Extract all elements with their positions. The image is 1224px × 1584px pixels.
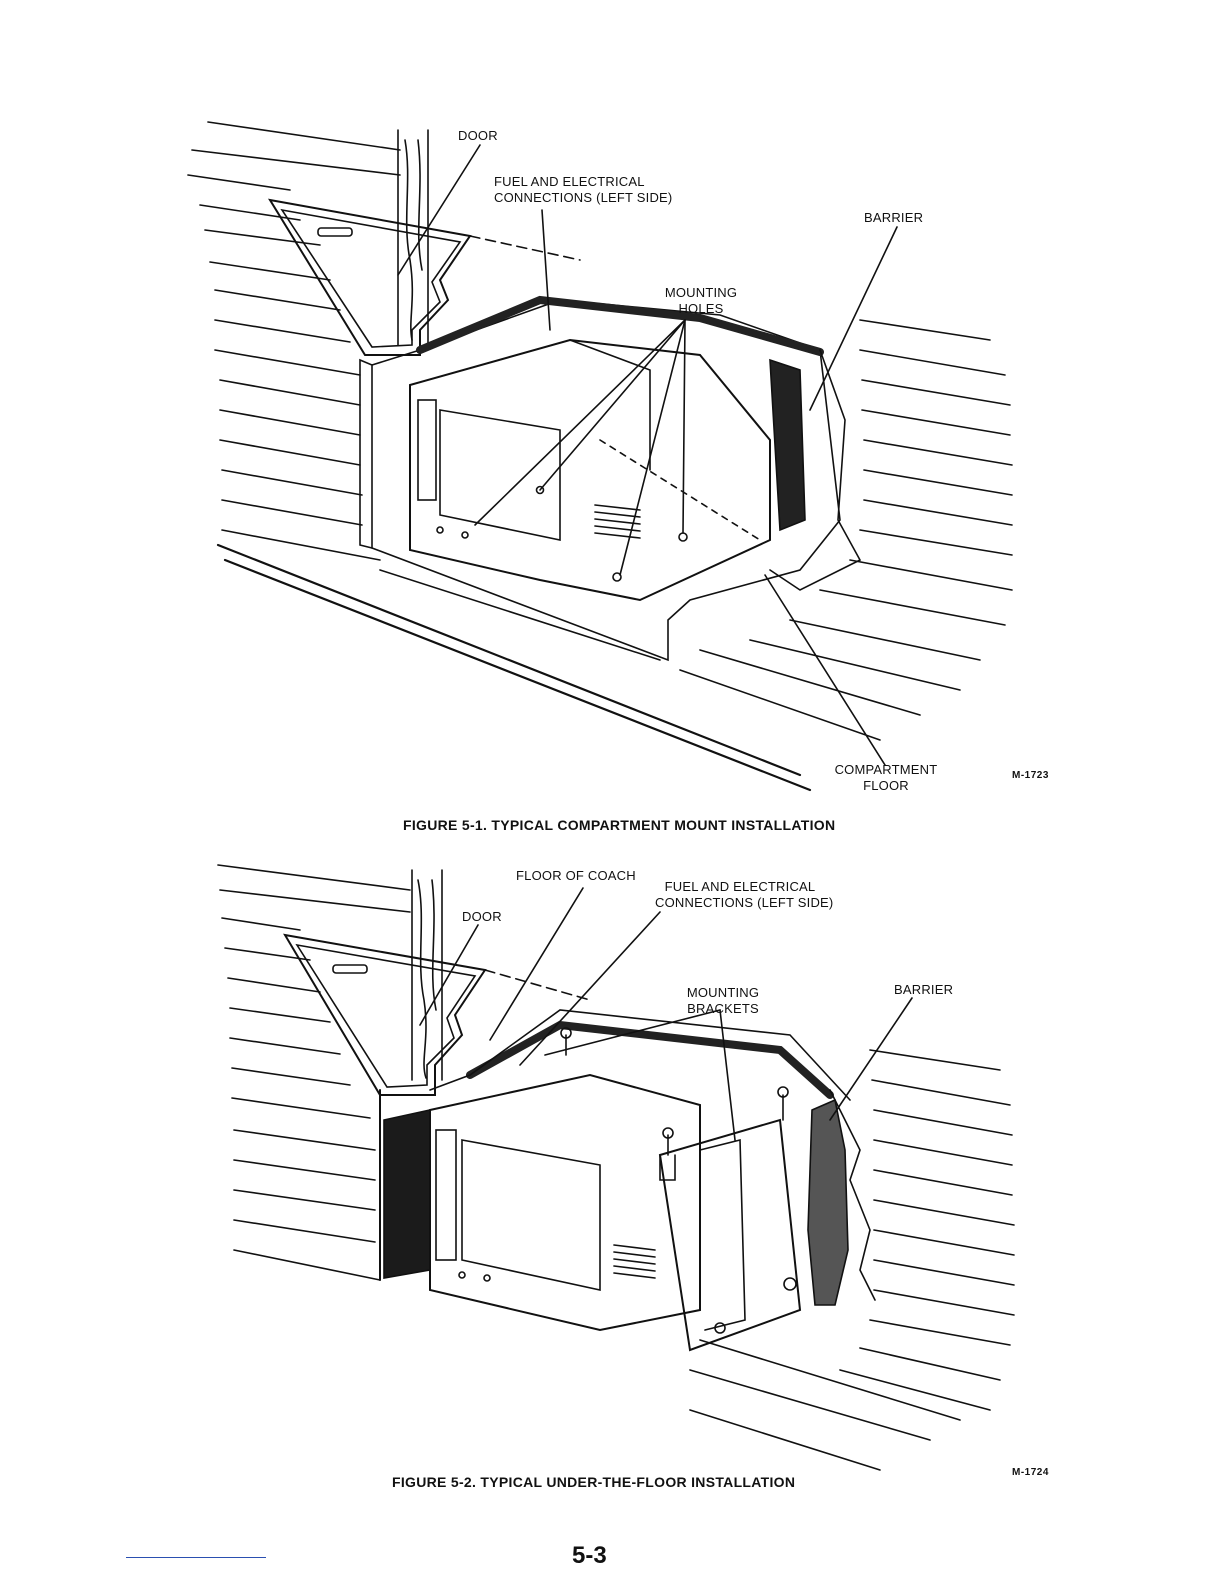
label-floor-of-coach: FLOOR OF COACH	[516, 868, 636, 884]
door-post	[398, 130, 428, 345]
siding-left	[218, 865, 410, 1280]
label-mounting-holes-line1: MOUNTING	[664, 285, 738, 301]
barrier-material	[808, 1100, 848, 1305]
label-barrier: BARRIER	[864, 210, 923, 226]
label-fuel-electrical-line2: CONNECTIONS (LEFT SIDE)	[494, 190, 672, 206]
generator-unit	[410, 340, 770, 600]
label-fuel-electrical-line1: FUEL AND ELECTRICAL	[494, 174, 645, 190]
compartment-door	[285, 935, 590, 1095]
siding-right	[680, 320, 1012, 740]
label-compartment-floor-line1: COMPARTMENT	[834, 762, 938, 778]
compartment-frame	[360, 236, 860, 660]
label-fuel-electrical-line2: CONNECTIONS (LEFT SIDE)	[655, 895, 825, 911]
leader-lines	[398, 145, 897, 765]
label-fuel-electrical-line1: FUEL AND ELECTRICAL	[655, 879, 825, 895]
label-barrier: BARRIER	[894, 982, 953, 998]
footer-rule	[126, 1557, 266, 1558]
page-number: 5-3	[572, 1542, 607, 1570]
under-floor-illustration	[0, 850, 1224, 1490]
coach-floor	[430, 1010, 850, 1100]
label-door: DOOR	[462, 909, 502, 925]
door-post	[412, 870, 442, 1080]
figure-5-2: FLOOR OF COACH FUEL AND ELECTRICAL CONNE…	[0, 850, 1224, 1490]
label-mounting-holes-line2: HOLES	[664, 301, 738, 317]
figure-caption: FIGURE 5-2. TYPICAL UNDER-THE-FLOOR INST…	[392, 1474, 795, 1490]
generator-unit	[430, 1075, 700, 1330]
label-mounting-brackets-line1: MOUNTING	[686, 985, 760, 1001]
label-compartment-floor-line2: FLOOR	[834, 778, 938, 794]
wall-opening	[384, 1110, 430, 1278]
siding-right	[690, 1050, 1014, 1470]
leader-lines	[420, 888, 912, 1140]
siding-left	[188, 122, 810, 790]
compartment-door	[270, 200, 470, 355]
label-door: DOOR	[458, 128, 498, 144]
drawing-code: M-1723	[1012, 770, 1049, 781]
label-mounting-brackets-line2: BRACKETS	[686, 1001, 760, 1017]
drawing-code: M-1724	[1012, 1467, 1049, 1478]
compartment-mount-illustration	[0, 0, 1224, 810]
figure-5-1: DOOR FUEL AND ELECTRICAL CONNECTIONS (LE…	[0, 0, 1224, 810]
figure-caption: FIGURE 5-1. TYPICAL COMPARTMENT MOUNT IN…	[403, 817, 835, 833]
